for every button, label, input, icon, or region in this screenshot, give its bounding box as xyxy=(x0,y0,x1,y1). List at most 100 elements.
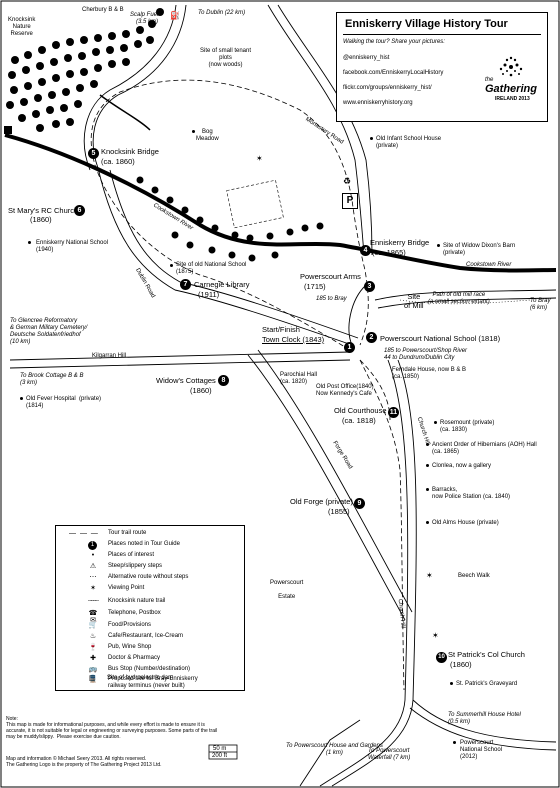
place-10-date: (1860) xyxy=(450,660,472,669)
label-rosemount: Rosemount (private) (ca. 1830) xyxy=(440,420,495,433)
roads xyxy=(9,4,557,787)
label-st-patricks-graveyard: St. Patrick's Graveyard xyxy=(456,681,518,687)
marker-2[interactable]: 2 xyxy=(366,332,377,343)
flickr-link[interactable]: flickr.com/groups/enniskerry_hist/ xyxy=(343,85,432,91)
scale-200ft: 200 ft xyxy=(212,753,228,759)
poi-fever-hospital xyxy=(20,397,23,400)
label-powerscourt-estate: Powerscourt Estate xyxy=(270,580,304,600)
dot-icon: • xyxy=(91,552,95,559)
logo-text-the: the xyxy=(485,77,494,83)
map-title: Enniskerry Village History Tour xyxy=(345,18,508,30)
place-3-name: Powerscourt Arms xyxy=(300,272,361,281)
river-branch xyxy=(99,94,151,131)
label-ferndale: Ferndale House, now B & B (ca. 1850) xyxy=(392,367,467,380)
marker-4[interactable]: 4 xyxy=(360,245,371,256)
marker-6[interactable]: 6 xyxy=(74,205,85,216)
poi-rosemount xyxy=(434,421,437,424)
label-old-ns-1875: Site of old National School (1875) xyxy=(176,262,247,275)
place-8-name: Widow's Cottages xyxy=(156,376,216,385)
viewpoint-church-icon: ✶ xyxy=(432,631,439,640)
label-cookstown-river-e: Cookstown River xyxy=(466,262,512,268)
place-6-date: (1860) xyxy=(30,215,52,224)
viewpoint-map-icon: ✶ xyxy=(256,154,263,163)
marker-3[interactable]: 3 xyxy=(364,281,375,292)
label-to-bray-6: To Bray (6 km) xyxy=(530,298,551,311)
legend-row-railway: 🚆Proposed site for Bray-Enniskerry railw… xyxy=(89,676,198,690)
doctor-icon: ✚ xyxy=(90,655,96,662)
marker-8[interactable]: 8 xyxy=(218,375,229,386)
poi-powerscourt-ns-2012 xyxy=(453,741,456,744)
cafe-icon: ♨ xyxy=(89,633,97,640)
nature-trail-icon: ┄┄┄ xyxy=(88,598,99,605)
number-circle-icon: 1 xyxy=(88,541,97,550)
gathering-logo: the Gathering IRELAND 2013 xyxy=(483,55,539,111)
place-3-date: (1715) xyxy=(304,282,326,291)
scale-bar xyxy=(208,744,238,760)
label-mill-race: Path of old mill race (a small section e… xyxy=(428,292,490,305)
place-9-date: (1855) xyxy=(328,507,350,516)
label-powerscourt-ns-2012: Powerscourt National School (2012) xyxy=(460,740,503,760)
disclaimer-note: Note: This map is made for informational… xyxy=(6,716,218,740)
poi-old-ns-1875 xyxy=(170,264,173,267)
marker-9[interactable]: 9 xyxy=(354,498,365,509)
facebook-link[interactable]: facebook.com/EnniskerryLocalHistory xyxy=(343,70,444,76)
title-box: Enniskerry Village History Tour Walking … xyxy=(336,12,548,122)
place-5-name: Knocksink Bridge xyxy=(101,147,159,156)
marker-1[interactable]: 1 xyxy=(344,342,355,353)
place-9-name: Old Forge (private) xyxy=(290,497,353,506)
label-knocksink-reserve: Knocksink Nature Reserve xyxy=(8,17,36,37)
recycle-icon: ♻ xyxy=(343,176,352,186)
place-7-name: Carnegie Library xyxy=(194,280,250,289)
twitter-link[interactable]: @enniskerry_hist xyxy=(343,55,390,61)
marker-11[interactable]: 11 xyxy=(388,407,399,418)
label-old-post-office: Old Post Office(1840) Now Kennedy's Cafe xyxy=(316,384,374,397)
place-7-date: (1911) xyxy=(198,290,220,299)
place-6-name: St Mary's RC Church xyxy=(8,206,79,215)
food-icon: 🛒 xyxy=(88,622,98,629)
legend-row-doctor: ✚Doctor & Pharmacy xyxy=(90,655,160,662)
place-4-name: Enniskerry Bridge xyxy=(370,238,430,247)
label-scalp-fuel: Scalp Fuel xyxy=(130,12,159,18)
legend-row-steps: ⚠Steep/slippery steps xyxy=(90,563,162,570)
label-tenant-plots: Site of small tenant plots (now woods) xyxy=(200,48,252,68)
legend-row-alt-route: ⋯Alternative route without steps xyxy=(90,574,189,581)
dotted-arrow-icon: ⋯ xyxy=(89,574,97,581)
place-5-date: (ca. 1860) xyxy=(101,157,135,166)
logo-text-gathering: Gathering xyxy=(485,83,537,95)
legend-row-food: 🛒Food/Provisions xyxy=(89,622,151,629)
legend-row-bus: 🚌Bus Stop (Number/destination) xyxy=(89,666,190,673)
place-4-date: (ca. 1865) xyxy=(372,248,406,257)
logo-text-ireland: IRELAND 2013 xyxy=(495,96,530,102)
legend-row-phone-post: ☎✉Telephone, Postbox xyxy=(89,610,161,624)
legend-row-cafe: ♨Cafe/Restaurant, Ice-Cream xyxy=(90,633,183,640)
legend-row-pub: 🍷Pub, Wine Shop xyxy=(89,644,152,651)
mill-race xyxy=(399,299,531,305)
poi-aoh-hall xyxy=(426,443,429,446)
viewpoint-icon: ✶ xyxy=(90,585,96,592)
label-site-of-mill: Site of Mill xyxy=(404,292,424,310)
marker-7[interactable]: 7 xyxy=(180,279,191,290)
website-link[interactable]: www.enniskerryhistory.org xyxy=(343,100,413,106)
poi-bog-meadow xyxy=(192,130,195,133)
railway-icon: 🚆 xyxy=(88,676,98,683)
poi-st-patricks-graveyard xyxy=(450,682,453,685)
poi-old-infant xyxy=(370,137,373,140)
legend-row-viewpoint: ✶Viewing Point xyxy=(90,585,144,592)
scale-50m: 50 m xyxy=(213,746,227,752)
legend-row-interest: •Places of interest xyxy=(92,552,154,559)
cookstown-river xyxy=(4,133,557,273)
label-cherbury: Cherbury B & B xyxy=(82,7,124,13)
viewpoint-beech-icon: ✶ xyxy=(426,571,433,580)
label-brook-cottage: To Brook Cottage B & B (3 km) xyxy=(20,373,84,386)
label-parochial-hall: Parochial Hall (ca. 1820) xyxy=(280,372,318,385)
phone-post-icon: ☎✉ xyxy=(88,610,98,624)
place-11-name: Old Courthouse xyxy=(334,406,387,415)
label-bus-185: 185 to Powerscourt/Shop River 44 to Dund… xyxy=(384,348,468,361)
marker-5[interactable]: 5 xyxy=(88,148,99,159)
label-old-alms: Old Alms House (private) xyxy=(432,520,499,526)
marker-10[interactable]: 10 xyxy=(436,652,447,663)
label-old-infant: Old Infant School House (private) xyxy=(376,136,442,149)
field-box xyxy=(226,179,284,229)
